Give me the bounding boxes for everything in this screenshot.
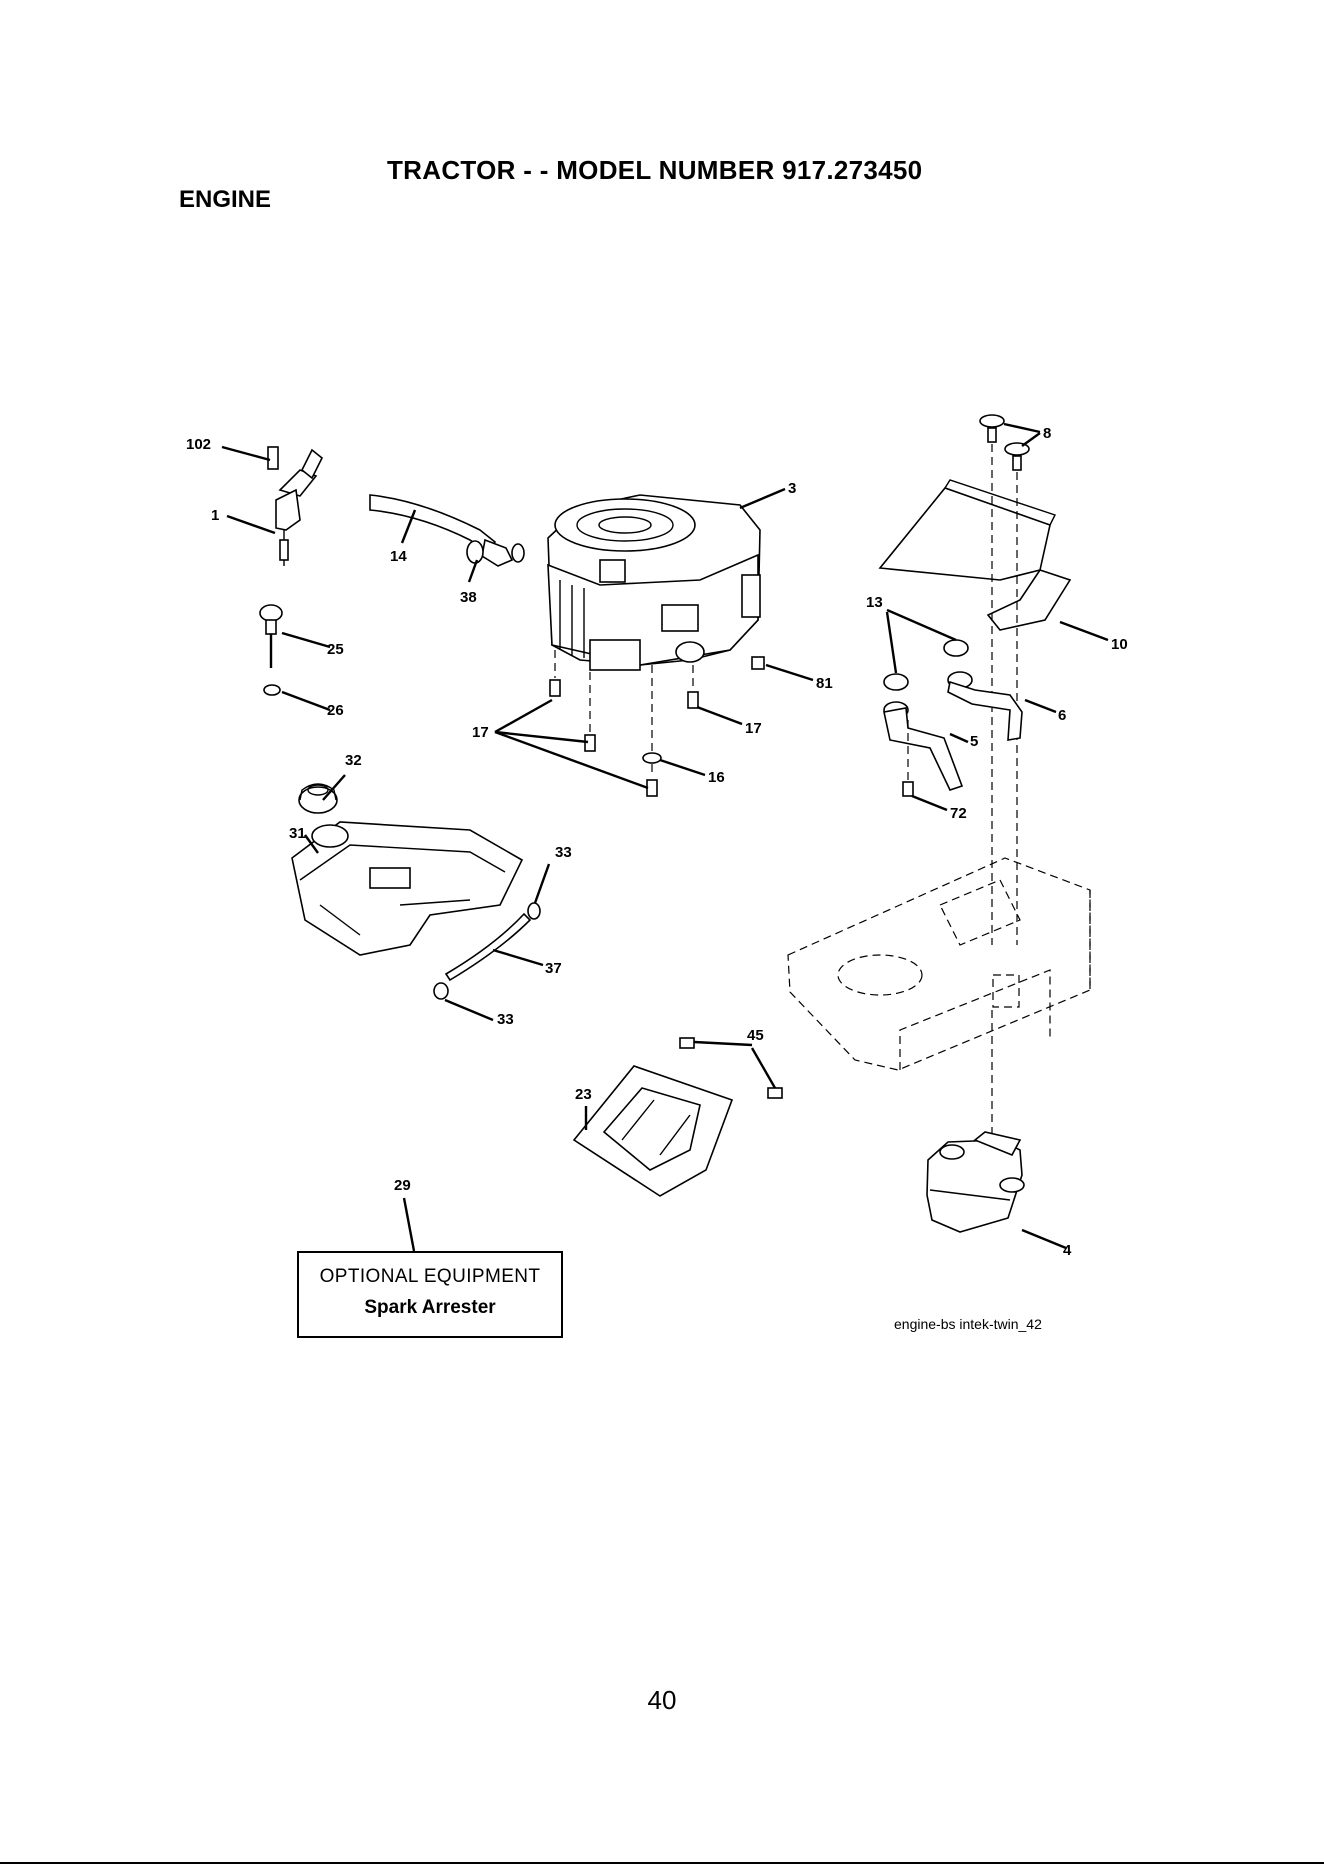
callout-23: 23 [575,1086,592,1103]
callout-25: 25 [327,641,344,658]
callout-1: 1 [211,507,219,524]
callout-13: 13 [866,594,883,611]
optional-equipment-item: Spark Arrester [299,1297,561,1319]
engine [548,495,764,670]
exhaust-pipes [884,640,1022,796]
heat-shield [880,415,1070,945]
callout-17-right: 17 [745,720,762,737]
drawing-reference: engine-bs intek-twin_42 [894,1316,1042,1332]
callout-81: 81 [816,675,833,692]
engine-mount-bolts [550,650,698,796]
callout-38: 38 [460,589,477,606]
optional-equipment-box: OPTIONAL EQUIPMENT Spark Arrester [297,1251,563,1338]
callout-10: 10 [1111,636,1128,653]
callout-17-left: 17 [472,724,489,741]
callout-45: 45 [747,1027,764,1044]
callout-33-bottom: 33 [497,1011,514,1028]
callout-4: 4 [1063,1242,1072,1259]
callout-14: 14 [390,548,407,565]
muffler [927,1010,1024,1232]
callout-37: 37 [545,960,562,977]
fuel-tank [292,822,522,955]
callout-8: 8 [1043,425,1051,442]
bottom-rule [0,1862,1324,1864]
callout-32: 32 [345,752,362,769]
callout-5: 5 [970,733,978,750]
callout-33-top: 33 [555,844,572,861]
callout-102: 102 [186,436,211,453]
callout-3: 3 [788,480,796,497]
page-number: 40 [0,1685,1324,1716]
callout-72: 72 [950,805,967,822]
callout-16: 16 [708,769,725,786]
tractor-frame [788,858,1090,1070]
callout-29: 29 [394,1177,411,1194]
callout-6: 6 [1058,707,1066,724]
callout-31: 31 [289,825,306,842]
callout-26: 26 [327,702,344,719]
tank-fuel-line [434,903,540,999]
optional-equipment-heading: OPTIONAL EQUIPMENT [299,1266,561,1288]
spark-arrester [574,1038,782,1196]
dipstick [260,605,282,695]
fuel-cap [299,784,337,813]
throttle-control [268,447,322,566]
